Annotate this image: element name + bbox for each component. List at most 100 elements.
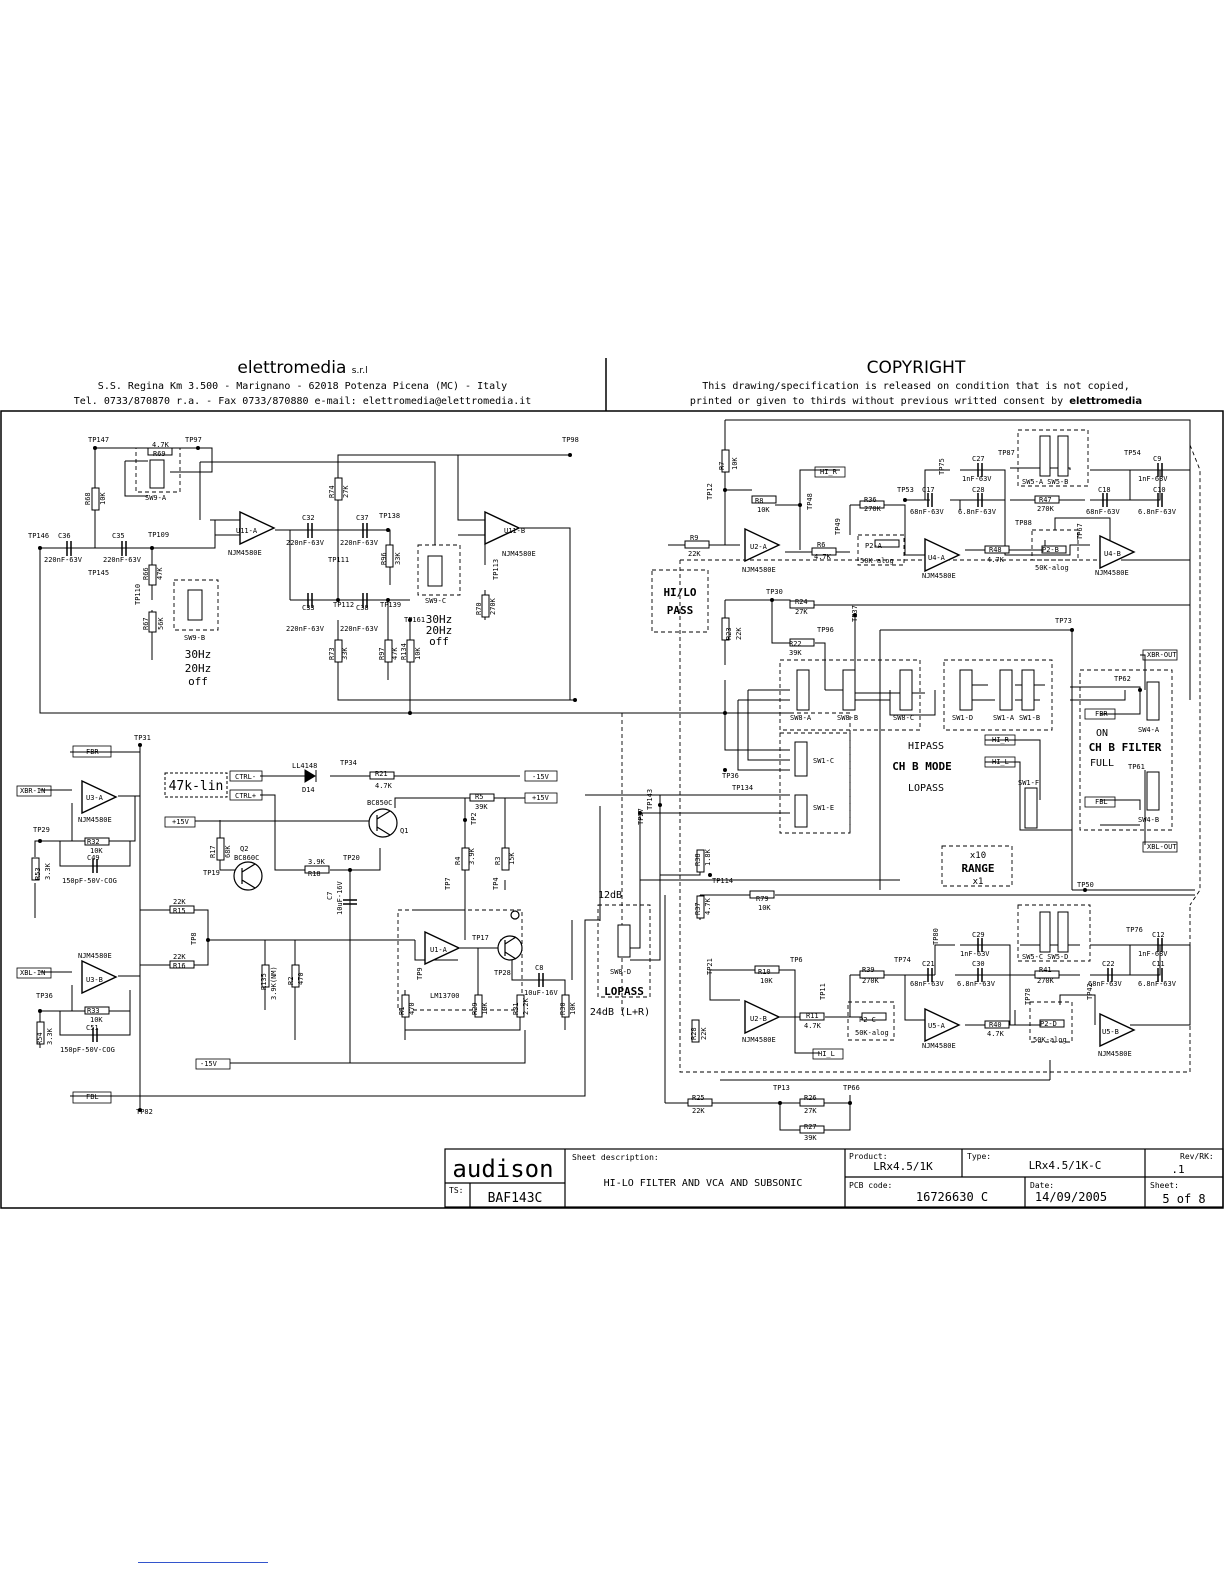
schematic-label: TP36	[722, 772, 739, 780]
schematic-label: LOPASS	[604, 985, 644, 998]
schematic-label: 6.8nF-63V	[958, 508, 997, 516]
schematic-label: 22K	[700, 1027, 708, 1040]
schematic-label: CTRL+	[235, 792, 256, 800]
schematic-label: TP87	[998, 449, 1015, 457]
schematic-label: SW9-B	[184, 634, 205, 642]
schematic-label: 10K	[757, 506, 770, 514]
schematic-label: 4.7K	[814, 553, 832, 561]
schematic-label: 4.7K	[704, 897, 712, 915]
schematic-label: SW5-A SW5-B	[1022, 478, 1068, 486]
schematic-label: NJM4580E	[228, 549, 262, 557]
schematic-label: 150pF-50V-COG	[60, 1046, 115, 1054]
schematic-label: CH B FILTER	[1089, 741, 1162, 754]
schematic-label: 270K	[1037, 505, 1055, 513]
schematic-label: 220nF-63V	[44, 556, 83, 564]
schematic-label: R22	[789, 640, 802, 648]
transistors	[233, 808, 523, 961]
capacitors	[66, 463, 1163, 1042]
schematic-label: FBR	[1095, 710, 1108, 718]
schematic-label: NJM4580E	[1098, 1050, 1132, 1058]
schematic-label: TP146	[28, 532, 49, 540]
schematic-label: NJM4580E	[78, 816, 112, 824]
schematic-label: C33	[302, 604, 315, 612]
schematic-label: TP27	[637, 808, 645, 825]
schematic-label: TP97	[185, 436, 202, 444]
schematic-label: XBR-OUT	[1147, 651, 1177, 659]
schematic-label: C12	[1152, 931, 1165, 939]
schematic-label: TP96	[817, 626, 834, 634]
schematic-label: 50K-alog	[860, 557, 894, 565]
schematic-label: x10	[970, 851, 986, 861]
schematic-label: +15V	[532, 794, 550, 802]
schematic-label: XBR-IN	[20, 787, 45, 795]
schematic-label: C21	[922, 960, 935, 968]
schematic-label: TP30	[766, 588, 783, 596]
schematic-label: 6.8nF-63V	[1138, 980, 1177, 988]
schematic-label: C32	[302, 514, 315, 522]
schematic-label: C22	[1102, 960, 1115, 968]
schematic-label: R135	[260, 973, 268, 990]
company-contacts: Tel. 0733/870870 r.a. - Fax 0733/870880 …	[73, 396, 532, 407]
schematic-label: Product:	[849, 1152, 888, 1161]
copyright-line1: This drawing/specification is released o…	[702, 381, 1130, 392]
schematic-label: R11	[806, 1012, 819, 1020]
schematic-label: TP134	[732, 784, 753, 792]
schematic-label: R25	[692, 1094, 705, 1102]
schematic-label: FBR	[86, 748, 99, 756]
schematic-label: C29	[972, 931, 985, 939]
schematic-label: 220nF-63V	[286, 625, 325, 633]
schematic-label: XBL-IN	[20, 969, 45, 977]
schematic-label: R18	[308, 870, 321, 878]
schematic-label: C7	[326, 892, 334, 900]
schematic-label: NJM4580E	[742, 566, 776, 574]
schematic-label: 6.8nF-63V	[1138, 508, 1177, 516]
title-block	[444, 1148, 1224, 1208]
schematic-label: TP73	[1055, 617, 1072, 625]
schematic-label: 56K	[157, 617, 165, 630]
schematic-label: TP62	[1114, 675, 1131, 683]
schematic-label: TP36	[36, 992, 53, 1000]
schematic-label: 10K	[569, 1002, 577, 1015]
schematic-label: TP21	[706, 958, 714, 975]
schematic-label: C51	[86, 1024, 99, 1032]
schematic-label: D14	[302, 786, 315, 794]
copyright-title: COPYRIGHT	[866, 358, 966, 378]
footer-rule	[138, 1562, 268, 1563]
schematic-label: HI_L	[818, 1050, 835, 1058]
schematic-label: Sheet description:	[572, 1153, 659, 1162]
schematic-label: U4-A	[928, 554, 946, 562]
schematic-label: 270K	[489, 597, 497, 615]
schematic-label: R37	[694, 902, 702, 915]
schematic-label: CH B MODE	[892, 760, 952, 773]
schematic-label: P2-A	[865, 542, 883, 550]
schematic-label: U3-A	[86, 794, 104, 802]
schematic-label: 68nF-63V	[1088, 980, 1123, 988]
schematic-label: TP147	[88, 436, 109, 444]
schematic-label: SW1-A	[993, 714, 1015, 722]
schematic-label: BAF143C	[488, 1191, 543, 1206]
schematic-label: TP66	[843, 1084, 860, 1092]
resistors	[31, 447, 1067, 1134]
schematic-label: R38	[694, 853, 702, 866]
schematic-label: TP114	[712, 877, 733, 885]
schematic-label: R54	[36, 1032, 44, 1045]
schematic-label: R17	[209, 845, 217, 858]
schematic-label: R7	[718, 462, 726, 470]
schematic-label: C11	[1152, 960, 1165, 968]
schematic-label: R29	[471, 1002, 479, 1015]
schematic-label: 68nF-63V	[910, 980, 945, 988]
schematic-label: R9	[690, 534, 698, 542]
schematic-label: LRx4.5/1K	[873, 1160, 933, 1173]
schematic-label: R32	[87, 838, 100, 846]
schematic-label: +15V	[172, 818, 190, 826]
schematic-label: R73	[328, 647, 336, 660]
schematic-label: C10	[1153, 486, 1166, 494]
schematic-label: 4.7K	[804, 1022, 822, 1030]
company-address: S.S. Regina Km 3.500 - Marignano - 62018…	[97, 381, 508, 392]
component-labels: TP147 TP97 4.7K R69 R68 10K SW9-A TP146 …	[20, 436, 1177, 1142]
schematic-label: SW4-B	[1138, 816, 1159, 824]
schematic-label: U11-B	[504, 527, 525, 535]
schematic-label: C38	[356, 604, 369, 612]
schematic-label: 68nF-63V	[910, 508, 945, 516]
schematic-label: SW4-A	[1138, 726, 1160, 734]
